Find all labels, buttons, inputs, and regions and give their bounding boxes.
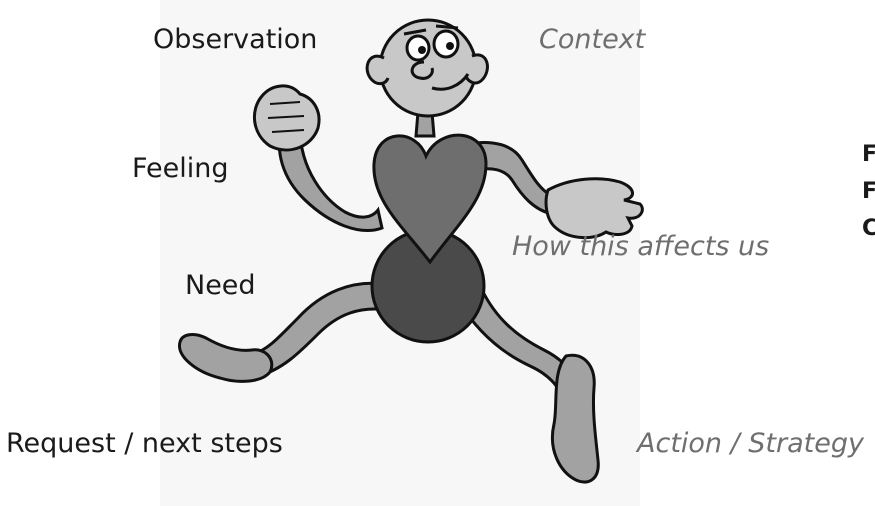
label-observation: Observation xyxy=(153,24,318,55)
right-foot xyxy=(551,353,600,484)
head xyxy=(365,18,489,118)
right-hand xyxy=(544,177,644,239)
label-context: Context xyxy=(539,24,646,55)
cut-off-letter-1: F xyxy=(862,142,875,167)
label-request: Request / next steps xyxy=(6,428,283,459)
cut-off-letter-3: C xyxy=(862,216,875,241)
label-action-strategy: Action / Strategy xyxy=(637,428,864,459)
left-foot xyxy=(178,333,274,383)
label-need: Need xyxy=(185,270,256,301)
heart-torso xyxy=(372,133,488,265)
label-how-this-affects-us: How this affects us xyxy=(512,231,770,262)
label-feeling: Feeling xyxy=(132,153,229,184)
cut-off-letter-2: F xyxy=(862,179,875,204)
